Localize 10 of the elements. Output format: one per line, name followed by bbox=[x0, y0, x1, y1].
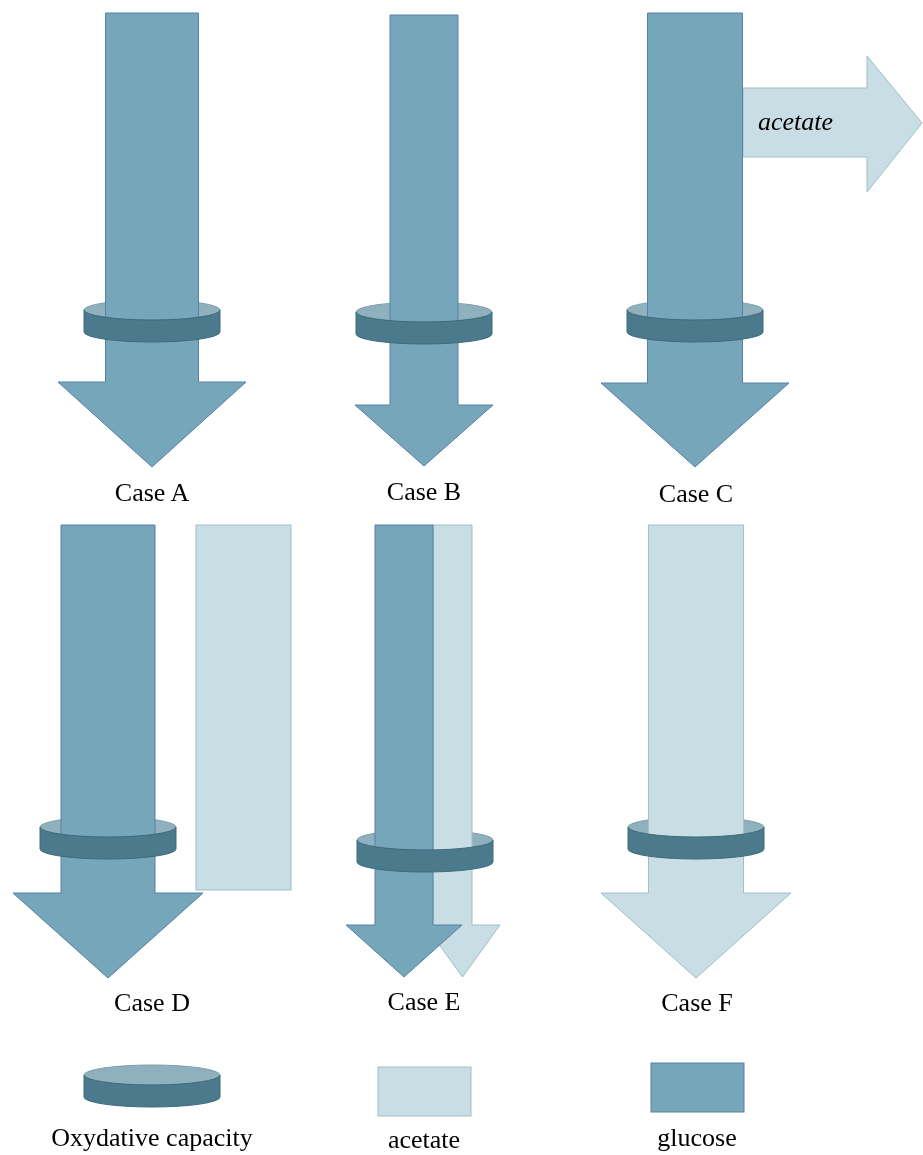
case-label: Case D bbox=[114, 988, 190, 1018]
case-label: Case A bbox=[114, 478, 190, 508]
arrow-label: acetate bbox=[758, 107, 834, 137]
case-label: Case F bbox=[661, 988, 733, 1018]
legend-label: glucose bbox=[657, 1123, 737, 1153]
case-label: Case B bbox=[386, 477, 462, 507]
legend-label: Oxydative capacity bbox=[51, 1123, 253, 1153]
case-label: Case C bbox=[658, 479, 734, 509]
legend-label: acetate bbox=[387, 1125, 461, 1155]
case-label: Case E bbox=[387, 987, 461, 1017]
